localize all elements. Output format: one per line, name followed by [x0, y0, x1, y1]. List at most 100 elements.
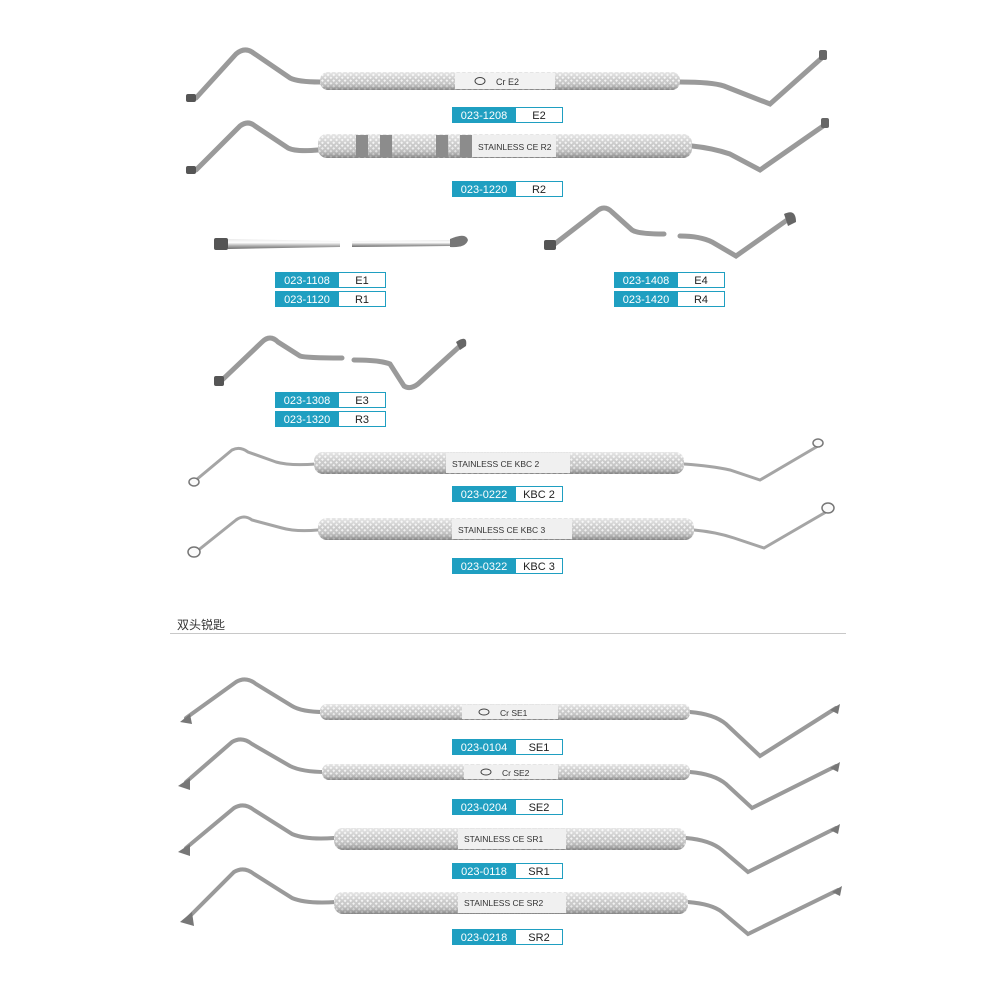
product-code: 023-0118	[452, 863, 516, 879]
handle	[314, 452, 684, 474]
shank-left	[193, 47, 323, 101]
shank-left	[184, 677, 326, 720]
shank-left	[194, 446, 318, 482]
shank-right	[689, 121, 829, 173]
tip-right	[456, 338, 467, 350]
product-code: 023-1408	[614, 272, 678, 288]
label-r4: 023-1420 R4	[614, 291, 725, 307]
label-sr1: 023-0118 SR1	[452, 863, 563, 879]
product-name: R3	[339, 411, 386, 427]
instrument-kbc3: STAINLESS CE KBC 3	[187, 502, 835, 558]
instrument-e3-r3	[214, 335, 467, 391]
product-name: E3	[339, 392, 386, 408]
shank-left	[184, 737, 328, 784]
product-name: R4	[678, 291, 725, 307]
tip-left	[544, 240, 556, 250]
tip-right	[830, 824, 840, 834]
handle-marking: STAINLESS CE SR2	[464, 898, 543, 908]
product-code: 023-1108	[275, 272, 339, 288]
shank-right	[677, 215, 793, 259]
label-e2: 023-1208 E2	[452, 107, 563, 123]
product-name: E4	[678, 272, 725, 288]
tip-left	[180, 912, 194, 926]
handle	[318, 518, 694, 540]
instrument-e2: Cr E2	[186, 47, 827, 107]
tip-right	[830, 704, 840, 714]
label-e4: 023-1408 E4	[614, 272, 725, 288]
product-code: 023-0204	[452, 799, 516, 815]
instrument-e4-r4	[544, 205, 796, 259]
product-code: 023-1320	[275, 411, 339, 427]
product-name: R2	[516, 181, 563, 197]
shank-left	[549, 205, 667, 249]
section-divider	[170, 633, 846, 634]
handle-marking: Cr SE1	[500, 708, 528, 718]
shank-right	[682, 444, 820, 482]
shank-right	[688, 764, 838, 811]
instrument-e1-r1	[214, 235, 468, 250]
shank-left	[193, 120, 321, 173]
handle	[322, 764, 690, 780]
product-code: 023-0218	[452, 929, 516, 945]
tip-left	[187, 546, 201, 558]
product-code: 023-0104	[452, 739, 516, 755]
label-se1: 023-0104 SE1	[452, 739, 563, 755]
label-r2: 023-1220 R2	[452, 181, 563, 197]
handle-marking: STAINLESS CE SR1	[464, 834, 543, 844]
tip-right	[821, 118, 829, 128]
product-code: 023-0322	[452, 558, 516, 574]
handle-marking: STAINLESS CE KBC 2	[452, 459, 540, 469]
handle-marking: Cr E2	[496, 77, 519, 87]
instrument-sr1: STAINLESS CE SR1	[178, 803, 840, 875]
tip-right	[832, 886, 842, 896]
label-r1: 023-1120 R1	[275, 291, 386, 307]
product-code: 023-1420	[614, 291, 678, 307]
instrument-kbc2: STAINLESS CE KBC 2	[188, 438, 824, 487]
label-kbc2: 023-0222 KBC 2	[452, 486, 563, 502]
tip-left	[214, 376, 224, 386]
handle-marking: STAINLESS CE KBC 3	[458, 525, 546, 535]
shank-right	[684, 826, 838, 875]
shank-left	[184, 803, 336, 850]
tip-left	[188, 477, 200, 487]
product-name: KBC 2	[516, 486, 563, 502]
product-code: 023-1208	[452, 107, 516, 123]
label-e1: 023-1108 E1	[275, 272, 386, 288]
product-code: 023-0222	[452, 486, 516, 502]
instrument-sr2: STAINLESS CE SR2	[180, 867, 842, 937]
label-r3: 023-1320 R3	[275, 411, 386, 427]
handle	[318, 134, 692, 158]
handle	[334, 828, 686, 850]
product-name: E1	[339, 272, 386, 288]
handle	[334, 892, 688, 914]
label-e3: 023-1308 E3	[275, 392, 386, 408]
product-name: SR1	[516, 863, 563, 879]
shank-left	[217, 335, 345, 385]
handle-marking: STAINLESS CE R2	[478, 142, 552, 152]
tip-right	[821, 502, 835, 514]
tip-right	[819, 50, 827, 60]
handle-marking: Cr SE2	[502, 768, 530, 778]
tip-right	[450, 235, 468, 248]
tip-left	[178, 778, 190, 790]
product-code: 023-1120	[275, 291, 339, 307]
product-name: SE1	[516, 739, 563, 755]
product-name: KBC 3	[516, 558, 563, 574]
shank-left	[186, 867, 338, 920]
shank-left	[194, 515, 320, 554]
shank-right	[692, 510, 828, 550]
product-code: 023-1220	[452, 181, 516, 197]
tip-left	[214, 238, 228, 250]
shaft-left	[228, 239, 340, 249]
label-sr2: 023-0218 SR2	[452, 929, 563, 945]
shank-right	[686, 888, 840, 937]
tip-right	[784, 212, 796, 226]
shank-right	[351, 343, 463, 391]
shank-right	[677, 53, 827, 107]
tip-right	[830, 762, 840, 772]
label-kbc3: 023-0322 KBC 3	[452, 558, 563, 574]
tip-left	[186, 166, 196, 174]
product-name: SR2	[516, 929, 563, 945]
label-se2: 023-0204 SE2	[452, 799, 563, 815]
product-name: SE2	[516, 799, 563, 815]
